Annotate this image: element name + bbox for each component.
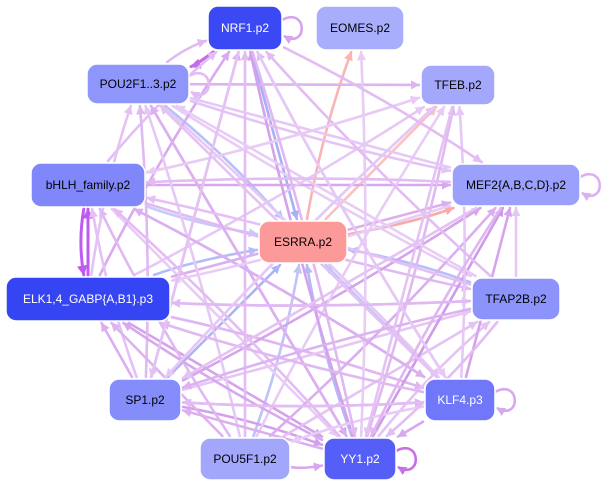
node-klf4[interactable]: KLF4.p3: [424, 378, 496, 422]
self-loop-yy1: [395, 447, 417, 476]
edge-tfeb-to-yy1: [363, 105, 454, 438]
node-elk[interactable]: ELK1,4_GABP{A,B1}.p3: [5, 276, 171, 322]
edge-mef2-to-yy1: [369, 206, 503, 438]
node-box: [471, 277, 561, 321]
node-box: [315, 5, 405, 51]
edge-nrf1-to-sp1: [148, 50, 240, 379]
edge-mef2-to-pou2f1: [189, 95, 452, 169]
edge-bhlh-to-elk: [76, 207, 88, 277]
node-pou5f1[interactable]: POU5F1.p2: [199, 437, 291, 481]
edge-klf4-to-bhlh: [133, 207, 426, 379]
node-box: [207, 5, 283, 51]
node-label: POU5F1.p2: [213, 452, 277, 466]
edge-elk-to-nrf1: [98, 50, 231, 277]
edge-pou5f1-to-pou2f1: [143, 104, 241, 438]
node-box: [5, 276, 171, 322]
edge-klf4-to-pou5f1: [290, 405, 425, 443]
node-label: MEF2{A,B,C,D}.p2: [466, 178, 566, 192]
edge-klf4-to-sp1: [181, 398, 425, 408]
node-box: [420, 64, 496, 106]
edge-sp1-to-yy1: [181, 405, 324, 447]
edge-sp1-to-pou2f1: [136, 104, 150, 379]
edge-tfap2b-to-nrf1: [265, 50, 492, 278]
edge-yy1-to-tfeb: [366, 105, 457, 438]
node-label: YY1.p2: [340, 452, 380, 466]
edge-nrf1-to-klf4: [256, 50, 447, 379]
self-loop-klf4: [494, 388, 516, 417]
edge-sp1-to-tfap2b: [181, 309, 472, 391]
node-box: [199, 437, 291, 481]
edge-elk-to-esrra: [152, 246, 259, 277]
node-label: NRF1.p2: [221, 21, 269, 35]
edge-pou5f1-to-esrra: [252, 263, 303, 438]
node-box: [323, 437, 397, 481]
edge-pou5f1-to-tfeb: [255, 105, 446, 438]
node-tfeb[interactable]: TFEB.p2: [420, 64, 496, 106]
edge-tfap2b-to-pou2f1: [175, 104, 477, 278]
edge-pou2f1-to-mef2: [189, 99, 452, 174]
node-sp1[interactable]: SP1.p2: [108, 378, 182, 422]
self-loops-layer: [188, 16, 601, 476]
node-label: SP1.p2: [125, 393, 165, 407]
node-tfap2b[interactable]: TFAP2B.p2: [471, 277, 561, 321]
node-box: [451, 163, 581, 207]
node-label: KLF4.p3: [437, 393, 483, 407]
edge-pou2f1-to-tfeb: [189, 80, 421, 90]
self-loop-mef2: [579, 173, 601, 202]
node-label: bHLH_family.p2: [46, 178, 131, 192]
edge-nrf1-to-esrra: [250, 50, 300, 221]
edge-sp1-to-elk: [100, 321, 134, 379]
edge-klf4-to-tfeb: [455, 105, 467, 379]
edge-yy1-to-elk: [122, 321, 324, 442]
edge-tfap2b-to-elk: [170, 298, 472, 308]
edge-nrf1-to-mef2: [282, 46, 483, 164]
node-label: TFAP2B.p2: [485, 292, 547, 306]
node-label: ELK1,4_GABP{A,B1}.p3: [23, 292, 153, 306]
node-nrf1[interactable]: NRF1.p2: [207, 5, 283, 51]
edge-pou2f1-to-tfap2b: [171, 104, 473, 278]
node-box: [424, 378, 496, 422]
edge-mef2-to-bhlh: [145, 177, 452, 187]
node-box: [258, 220, 348, 264]
node-label: TFEB.p2: [434, 78, 482, 92]
edge-yy1-to-eomes: [356, 50, 367, 438]
edge-pou2f1-to-nrf1: [165, 39, 208, 64]
node-bhlh[interactable]: bHLH_family.p2: [30, 162, 146, 208]
edge-elk-to-tfeb: [133, 105, 426, 277]
edge-klf4-to-elk: [159, 321, 425, 394]
edge-pou5f1-to-yy1: [290, 462, 324, 472]
node-label: ESRRA.p2: [274, 235, 332, 249]
node-label: POU2F1..3.p2: [100, 77, 177, 91]
edge-mef2-to-sp1: [181, 206, 478, 380]
edge-yy1-to-mef2: [371, 206, 505, 438]
node-yy1[interactable]: YY1.p2: [323, 437, 397, 481]
node-label: EOMES.p2: [330, 21, 390, 35]
edge-yy1-to-sp1: [181, 408, 324, 450]
node-box: [108, 378, 182, 422]
node-eomes[interactable]: EOMES.p2: [315, 5, 405, 51]
self-loop-nrf1: [281, 16, 303, 45]
node-box: [86, 63, 190, 105]
node-esrra[interactable]: ESRRA.p2: [258, 220, 348, 264]
edge-yy1-to-tfap2b: [377, 320, 491, 438]
edge-klf4-to-yy1: [396, 420, 425, 438]
self-loop-pou2f1: [188, 72, 210, 101]
node-mef2[interactable]: MEF2{A,B,C,D}.p2: [451, 163, 581, 207]
node-pou2f1[interactable]: POU2F1..3.p2: [86, 63, 190, 105]
node-box: [30, 162, 146, 208]
